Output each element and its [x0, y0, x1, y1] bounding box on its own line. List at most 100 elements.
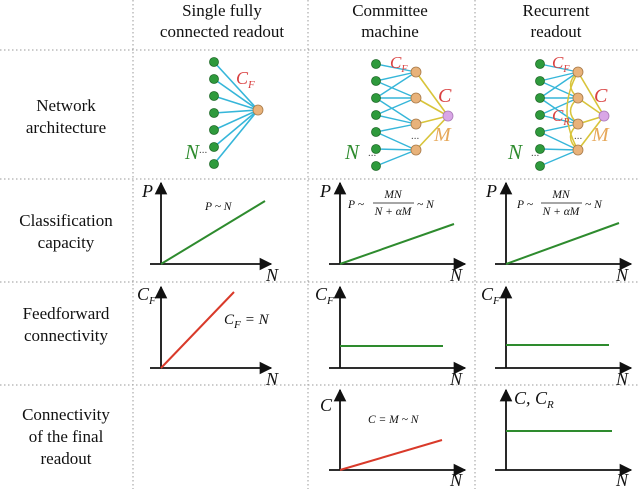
row-labels: Network architecture Classification capa…: [19, 96, 113, 468]
row3-line2: connectivity: [24, 326, 109, 345]
header-col1-line1: Single fully: [182, 1, 262, 20]
n-label: N: [507, 140, 523, 164]
row1-line1: Network: [36, 96, 96, 115]
final-readout-plot-col2: C N C = M ~ N: [320, 388, 467, 489]
hidden-node: [410, 118, 422, 130]
hidden-node: [572, 92, 584, 104]
input-node: [535, 93, 545, 103]
final-readout-formula: C = M ~ N: [368, 414, 420, 426]
row4-line1: Connectivity: [22, 405, 110, 424]
row2-line1: Classification: [19, 211, 113, 230]
capacity-formula-den: N + αM: [374, 206, 413, 218]
input-node: [371, 93, 381, 103]
input-node: [371, 161, 381, 171]
capacity-formula: P ~ N: [204, 201, 233, 213]
edges-input-hidden: [539, 63, 579, 167]
header-col2-line2: machine: [361, 22, 419, 41]
input-node: [535, 161, 545, 171]
y-axis-label: CF: [481, 284, 500, 307]
output-node: [442, 110, 454, 122]
y-axis-label: C, CR: [514, 388, 554, 411]
dots-label-hidden: ...: [574, 130, 583, 142]
readout-line: [339, 439, 443, 471]
capacity-formula-den: N + αM: [542, 206, 581, 218]
input-node: [371, 144, 381, 154]
x-axis-label: N: [265, 369, 279, 389]
header-col1-line2: connected readout: [160, 22, 284, 41]
cf-label: CF: [236, 68, 255, 91]
y-axis-label: P: [485, 181, 497, 201]
header-col2-line1: Committee: [352, 1, 428, 20]
capacity-formula-left: P ~: [347, 199, 365, 211]
capacity-formula-left: P ~: [516, 199, 534, 211]
column-headers: Single fully connected readout Committee…: [160, 1, 590, 41]
edges-input-hidden: [375, 63, 417, 167]
c-label: C: [594, 85, 608, 107]
input-node: [535, 59, 545, 69]
output-node: [598, 110, 610, 122]
header-col3-line2: readout: [531, 22, 582, 41]
y-axis-label: CF: [137, 284, 156, 307]
m-label: M: [433, 124, 452, 146]
input-node: [371, 59, 381, 69]
capacity-plot-col3: P N P ~ MN N + αM ~ N: [485, 181, 633, 285]
row3-line1: Feedforward: [23, 304, 110, 323]
readout-node: [252, 104, 264, 116]
cr-label: CR: [552, 106, 569, 128]
header-col3-line1: Recurrent: [522, 1, 589, 20]
input-node: [371, 76, 381, 86]
m-label: M: [591, 124, 610, 146]
y-axis-label: P: [319, 181, 331, 201]
hidden-node: [410, 144, 422, 156]
y-axis-label: CF: [315, 284, 334, 307]
hidden-node: [572, 66, 584, 78]
n-label: N: [344, 140, 360, 164]
hidden-nodes: [410, 66, 422, 156]
capacity-line: [505, 222, 620, 265]
input-node: [371, 127, 381, 137]
row4-line2: of the final: [29, 427, 104, 446]
network-recurrent-readout: CF CR C M N ... ...: [507, 53, 610, 171]
hidden-node: [572, 118, 584, 130]
capacity-plot-col1: P N P ~ N: [141, 181, 279, 285]
input-node: [209, 108, 219, 118]
row1-line2: architecture: [26, 118, 106, 137]
cf-label: CF: [552, 53, 570, 75]
dots-label: ...: [199, 144, 208, 156]
x-axis-label: N: [265, 265, 279, 285]
input-node: [209, 125, 219, 135]
hidden-node: [572, 144, 584, 156]
edges-input-readout: [213, 61, 259, 165]
input-node: [535, 144, 545, 154]
feedforward-formula: CF= N: [224, 312, 270, 331]
input-node: [209, 74, 219, 84]
input-node: [209, 159, 219, 169]
cf-label: CF: [390, 53, 408, 75]
feedforward-plot-col1: CF N CF= N: [137, 284, 279, 389]
input-nodes: [371, 59, 381, 171]
row4-line3: readout: [41, 449, 92, 468]
input-node: [535, 76, 545, 86]
input-node: [535, 110, 545, 120]
row2-line2: capacity: [38, 233, 95, 252]
hidden-node: [410, 66, 422, 78]
n-label: N: [184, 140, 200, 164]
x-axis-label: N: [449, 470, 463, 489]
capacity-formula-num: MN: [551, 189, 571, 201]
input-nodes: [535, 59, 545, 171]
capacity-plot-col2: P N P ~ MN N + αM ~ N: [319, 181, 467, 285]
y-axis-label: P: [141, 181, 153, 201]
x-axis-label: N: [615, 369, 629, 389]
hidden-node: [410, 92, 422, 104]
input-node: [209, 91, 219, 101]
input-node: [371, 110, 381, 120]
feedforward-plot-col2: CF N: [315, 284, 467, 389]
input-node: [535, 127, 545, 137]
x-axis-label: N: [615, 470, 629, 489]
capacity-formula-right: ~ N: [417, 199, 435, 211]
capacity-formula-right: ~ N: [585, 199, 603, 211]
input-node: [209, 57, 219, 67]
c-label: C: [438, 85, 452, 107]
